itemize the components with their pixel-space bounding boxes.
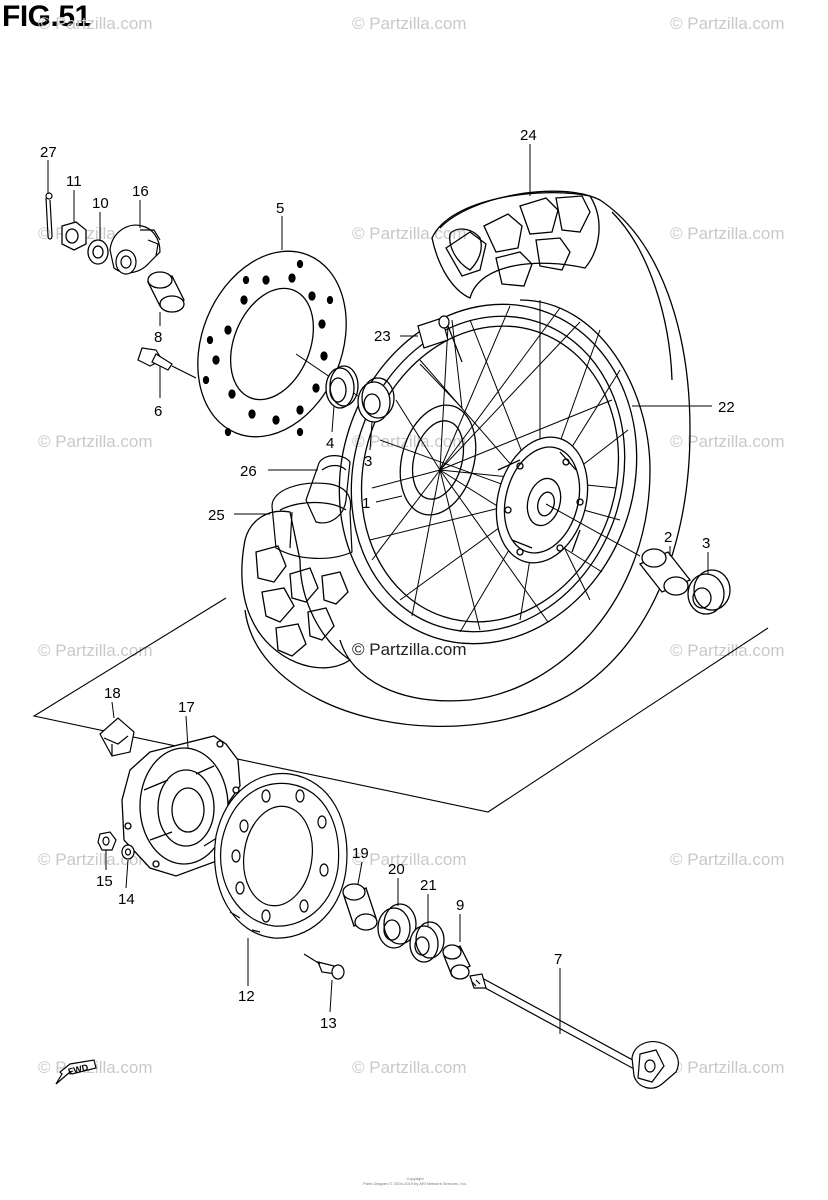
spokes xyxy=(369,300,629,633)
rear-axle-7 xyxy=(469,973,679,1089)
nut-15 xyxy=(97,831,117,851)
valve-cap-23 xyxy=(417,315,463,363)
callout-25: 25 xyxy=(208,507,225,524)
rear-sprocket-12 xyxy=(214,772,348,939)
leader-lines xyxy=(47,144,712,1034)
assembly-frame xyxy=(32,597,769,813)
center-watermark: © Partzilla.com xyxy=(352,640,467,659)
spacer-19 xyxy=(342,883,378,931)
watermark: © Partzilla.com xyxy=(352,14,467,33)
callout-26: 26 xyxy=(240,463,257,480)
damper-18 xyxy=(99,717,135,757)
watermark: © Partzilla.com xyxy=(352,850,467,869)
watermark: © Partzilla.com xyxy=(352,1058,467,1077)
figure-title: FIG.51 xyxy=(2,0,91,33)
watermark: © Partzilla.com xyxy=(352,432,467,451)
watermark: © Partzilla.com xyxy=(670,850,785,869)
callout-18: 18 xyxy=(104,685,121,702)
callout-16: 16 xyxy=(132,183,149,200)
bearing-21 xyxy=(409,921,445,963)
watermark: © Partzilla.com xyxy=(670,224,785,243)
callout-24: 24 xyxy=(520,127,537,144)
watermark: © Partzilla.com xyxy=(670,641,785,660)
callout-14: 14 xyxy=(118,891,135,908)
callouts: 27 11 10 16 8 6 5 24 23 4 3 22 26 1 25 2… xyxy=(40,127,735,1032)
callout-5: 5 xyxy=(276,200,284,217)
bearing-3-right xyxy=(687,569,731,615)
callout-27: 27 xyxy=(40,144,57,161)
callout-23: 23 xyxy=(374,328,391,345)
copyright-line: Copyright xyxy=(406,1176,424,1181)
cotter-pin-27 xyxy=(45,192,53,240)
callout-9: 9 xyxy=(456,897,464,914)
oil-seal-20 xyxy=(377,903,417,949)
sprocket-bolt-13 xyxy=(303,953,345,980)
watermark: © Partzilla.com xyxy=(670,432,785,451)
watermark: © Partzilla.com xyxy=(670,1058,785,1077)
callout-13: 13 xyxy=(320,1015,337,1032)
callout-4: 4 xyxy=(326,435,334,452)
callout-3: 3 xyxy=(364,453,372,470)
speedometer-gear-16 xyxy=(109,224,161,275)
callout-7: 7 xyxy=(554,951,562,968)
callout-17: 17 xyxy=(178,699,195,716)
watermark: © Partzilla.com xyxy=(38,641,153,660)
dust-seal-4 xyxy=(325,365,359,409)
hub-1 xyxy=(399,404,589,564)
callout-1: 1 xyxy=(362,495,370,512)
axle-centerline xyxy=(545,503,641,557)
fwd-label: FWD xyxy=(67,1062,90,1077)
callout-11: 11 xyxy=(66,173,82,190)
watermark: © Partzilla.com xyxy=(38,14,153,33)
callout-20: 20 xyxy=(388,861,405,878)
sprocket-drum-17 xyxy=(121,735,241,877)
rim-band-25 xyxy=(271,482,353,559)
brake-disc-5 xyxy=(197,250,347,438)
copyright-notice: Copyright Parts Diagram © 2004-2019 by A… xyxy=(330,1176,500,1186)
callout-15: 15 xyxy=(96,873,113,890)
callout-6: 6 xyxy=(154,403,162,420)
callout-10: 10 xyxy=(92,195,109,212)
bearing-3 xyxy=(357,377,395,423)
washer-14 xyxy=(121,844,135,860)
castle-nut-11 xyxy=(61,221,87,251)
tube-26 xyxy=(305,455,351,524)
callout-3-right: 3 xyxy=(702,535,710,552)
disc-bolt-6 xyxy=(137,347,197,379)
watermark: © Partzilla.com xyxy=(38,432,153,451)
washer-10 xyxy=(87,239,109,265)
callout-8: 8 xyxy=(154,329,162,346)
spacer-8 xyxy=(147,271,185,313)
callout-21: 21 xyxy=(420,877,437,894)
watermark: © Partzilla.com xyxy=(670,14,785,33)
callout-22: 22 xyxy=(718,399,735,416)
wheel-rim-22 xyxy=(338,303,638,645)
callout-2: 2 xyxy=(664,529,672,546)
copyright-line: Parts Diagram © 2004-2019 by ARI Network… xyxy=(363,1181,467,1186)
fwd-arrow-icon: FWD xyxy=(52,1058,100,1085)
callout-12: 12 xyxy=(238,988,255,1005)
spacer-2 xyxy=(638,548,692,596)
callout-19: 19 xyxy=(352,845,369,862)
spacer-9 xyxy=(442,944,471,980)
